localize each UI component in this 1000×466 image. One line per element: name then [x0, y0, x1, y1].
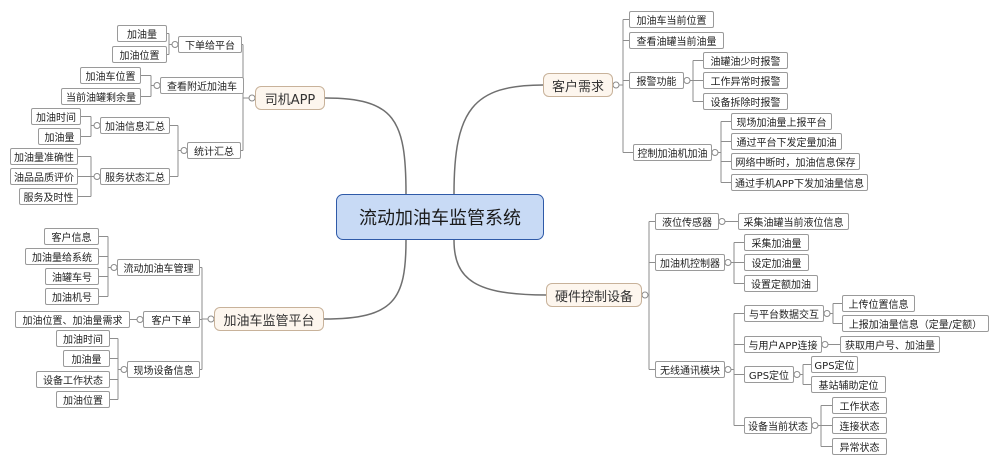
leaf-fuel-to-system[interactable]: 加油量给系统 [25, 248, 99, 265]
leaf-work-abnormal-alarm[interactable]: 工作异常时报警 [703, 72, 788, 89]
leaf-set-fixed-fuel[interactable]: 设置定额加油 [744, 275, 818, 292]
leaf-collect-fuel-amount[interactable]: 采集加油量 [744, 234, 809, 251]
connector [453, 84, 544, 195]
topic-statistics-summary[interactable]: 统计汇总 [187, 142, 241, 159]
leaf-fuel-quality-rating[interactable]: 油品品质评价 [10, 168, 78, 185]
leaf-tanker-number[interactable]: 油罐车号 [45, 268, 99, 285]
leaf-fuel-location[interactable]: 加油位置 [112, 46, 167, 63]
branch-supervision-platform[interactable]: 加油车监管平台 [214, 307, 324, 331]
collapse-toggle-icon [718, 218, 726, 225]
leaf-fuel-amount[interactable]: 加油量 [38, 128, 81, 145]
topic-truck-current-position[interactable]: 加油车当前位置 [629, 11, 714, 28]
topic-gps-positioning[interactable]: GPS定位 [744, 366, 794, 383]
topic-truck-management[interactable]: 流动加油车管理 [117, 259, 200, 276]
collapse-toggle-icon [724, 366, 732, 373]
topic-customer-order[interactable]: 客户下单 [143, 311, 200, 328]
leaf-set-fuel-amount[interactable]: 设定加油量 [744, 254, 809, 271]
collapse-toggle-icon [612, 81, 620, 89]
leaf-abnormal-status[interactable]: 异常状态 [832, 438, 887, 455]
leaf-collect-tank-level[interactable]: 采集油罐当前液位信息 [738, 213, 849, 230]
leaf-fuel-accuracy[interactable]: 加油量准确性 [10, 148, 78, 165]
leaf-location-and-amount-demand[interactable]: 加油位置、加油量需求 [15, 311, 130, 328]
leaf-app-issue-fuel[interactable]: 通过手机APP下发加油量信息 [731, 174, 868, 191]
topic-app-connection[interactable]: 与用户APP连接 [744, 336, 822, 353]
topic-order-to-platform[interactable]: 下单给平台 [178, 36, 242, 53]
branch-customer-demand[interactable]: 客户需求 [543, 73, 613, 97]
leaf-dispenser-number[interactable]: 加油机号 [45, 288, 99, 305]
leaf-report-fuel-info[interactable]: 上报加油量信息（定量/定额） [842, 315, 989, 332]
collapse-toggle-icon [821, 341, 829, 348]
leaf-truck-location[interactable]: 加油车位置 [80, 67, 141, 84]
leaf-upload-location[interactable]: 上传位置信息 [842, 295, 915, 312]
leaf-fuel-amount[interactable]: 加油量 [117, 25, 167, 42]
leaf-equipment-status[interactable]: 设备工作状态 [36, 371, 110, 388]
topic-alarm-function[interactable]: 报警功能 [629, 72, 684, 89]
leaf-service-timeliness[interactable]: 服务及时性 [19, 188, 78, 205]
topic-service-status-summary[interactable]: 服务状态汇总 [100, 168, 170, 185]
topic-dispenser-controller[interactable]: 加油机控制器 [655, 254, 725, 271]
topic-view-tank-level[interactable]: 查看油罐当前油量 [629, 32, 724, 49]
leaf-base-station-assist[interactable]: 基站辅助定位 [811, 376, 886, 393]
leaf-fuel-time[interactable]: 加油时间 [31, 108, 81, 125]
leaf-tank-remaining[interactable]: 当前油罐剩余量 [61, 88, 141, 105]
branch-hardware-devices[interactable]: 硬件控制设备 [546, 283, 642, 307]
collapse-toggle-icon [811, 422, 819, 429]
connector [453, 239, 547, 296]
connector [323, 239, 407, 320]
leaf-customer-info[interactable]: 客户信息 [44, 228, 99, 245]
topic-device-current-status[interactable]: 设备当前状态 [744, 417, 812, 434]
leaf-fuel-location[interactable]: 加油位置 [56, 391, 110, 408]
collapse-toggle-icon [724, 259, 732, 266]
leaf-connection-status[interactable]: 连接状态 [832, 417, 887, 434]
topic-fuel-info-summary[interactable]: 加油信息汇总 [100, 117, 170, 134]
leaf-report-site-fuel[interactable]: 现场加油量上报平台 [731, 113, 832, 130]
topic-wireless-module[interactable]: 无线通讯模块 [655, 361, 725, 378]
topic-level-sensor[interactable]: 液位传感器 [655, 213, 719, 230]
leaf-platform-quantitative-fuel[interactable]: 通过平台下发定量加油 [731, 133, 842, 150]
leaf-working-status[interactable]: 工作状态 [832, 397, 887, 414]
collapse-toggle-icon [793, 371, 801, 378]
connector [324, 97, 407, 195]
topic-platform-data-exchange[interactable]: 与平台数据交互 [744, 305, 824, 322]
topic-view-nearby-trucks[interactable]: 查看附近加油车 [160, 77, 244, 94]
branch-driver-app[interactable]: 司机APP [255, 86, 325, 110]
leaf-get-user-and-amount[interactable]: 获取用户号、加油量 [840, 336, 940, 353]
leaf-fuel-amount[interactable]: 加油量 [63, 350, 110, 367]
collapse-toggle-icon [711, 149, 719, 156]
central-topic[interactable]: 流动加油车监管系统 [336, 194, 544, 240]
topic-control-dispenser[interactable]: 控制加油机加油 [633, 144, 712, 161]
collapse-toggle-icon [823, 310, 831, 317]
collapse-toggle-icon [641, 291, 649, 299]
leaf-offline-save[interactable]: 网络中断时，加油信息保存 [731, 153, 860, 170]
leaf-low-fuel-alarm[interactable]: 油罐油少时报警 [703, 52, 788, 69]
leaf-fuel-time[interactable]: 加油时间 [56, 330, 110, 347]
leaf-device-removed-alarm[interactable]: 设备拆除时报警 [703, 93, 788, 110]
collapse-toggle-icon [683, 77, 691, 84]
topic-site-equipment-info[interactable]: 现场设备信息 [127, 361, 200, 378]
leaf-gps-position[interactable]: GPS定位 [811, 356, 858, 373]
